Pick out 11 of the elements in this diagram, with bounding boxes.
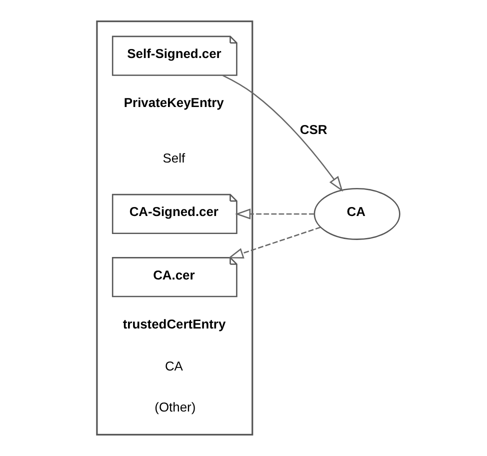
arrow (222, 74, 342, 192)
label: Self (162, 150, 185, 166)
label: PrivateKeyEntry (123, 95, 224, 110)
label: (Other) (154, 400, 196, 415)
label: CA (164, 358, 182, 374)
arrow (227, 226, 320, 258)
arrow (234, 208, 314, 220)
cluster (96, 20, 253, 436)
label: trustedCertEntry (122, 316, 226, 332)
edge-label: CSR (299, 122, 327, 138)
node-ellipse: CA (313, 188, 400, 240)
